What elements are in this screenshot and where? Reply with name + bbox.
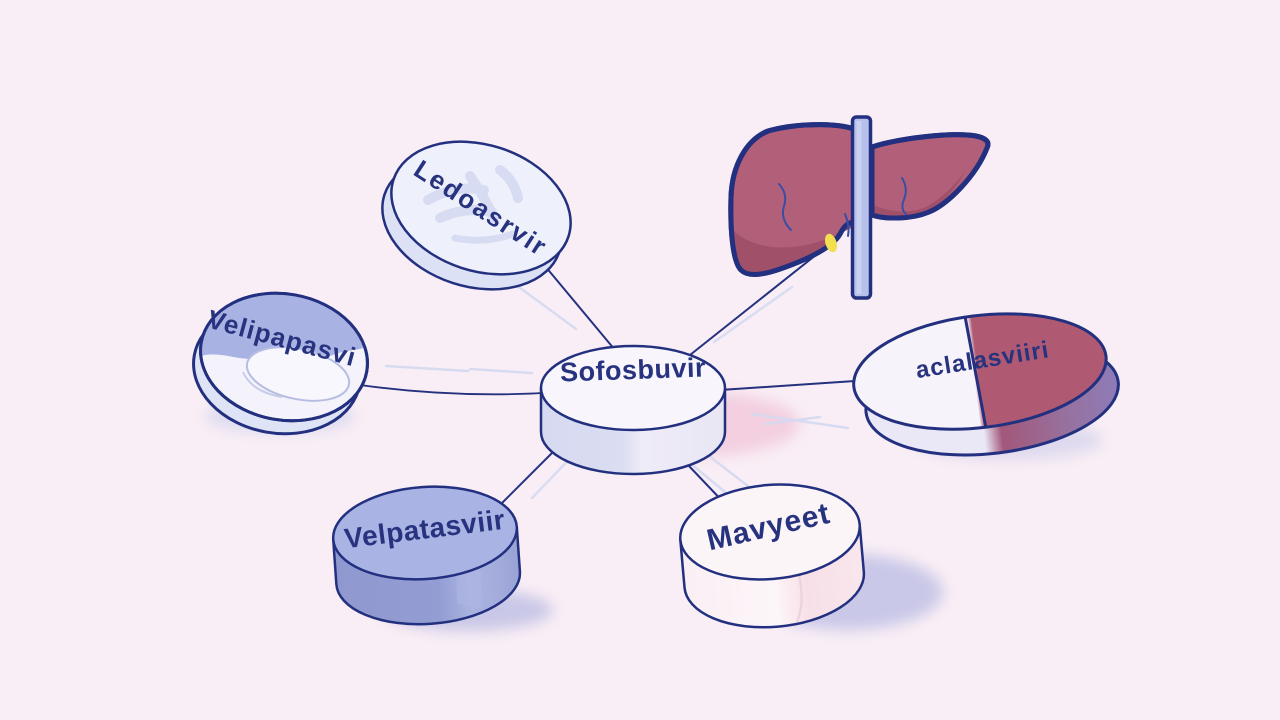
capsule-divider	[963, 317, 988, 427]
pill-bottom-center-mavyeet: Mavyeet	[678, 483, 866, 629]
pill-top-ledoasrvir: Ledoasrvir	[381, 140, 572, 291]
pill-bottom-left-velpatasviir: Velpatasviir	[331, 485, 522, 626]
bottom-left-pill-top	[331, 485, 519, 581]
connector-center-left	[359, 384, 561, 396]
capsule-right-aclalasviiri: aclalasviiri	[852, 312, 1120, 457]
sketch-stroke	[750, 412, 850, 430]
sketch-stroke	[712, 285, 794, 344]
pill-center-sofosbuvir: Sofosbuvir	[539, 344, 727, 476]
liver-vein	[778, 183, 792, 231]
sketch-stroke	[510, 280, 578, 331]
sketch-stroke	[468, 367, 534, 375]
left-pill-outline	[199, 291, 369, 423]
center-pill-label: Sofosbuvir	[560, 352, 707, 387]
center-pill-top	[539, 344, 727, 432]
sketch-stroke	[465, 171, 499, 223]
bottom-center-pill-seam	[795, 574, 803, 623]
liver-left-lobe-shading	[733, 223, 858, 275]
sketch-stroke	[495, 165, 523, 203]
liver-vein	[901, 177, 907, 215]
connector-center-right	[719, 379, 871, 391]
sketch-stroke	[764, 415, 822, 426]
capsule-face	[852, 312, 1108, 431]
liver-illustration	[728, 115, 991, 300]
liver-right-lobe-shading	[873, 170, 966, 219]
liver-right-lobe-outline	[869, 132, 991, 221]
top-pill-sketch	[423, 165, 523, 244]
sketch-stroke	[451, 230, 517, 244]
connector-center-top	[539, 259, 616, 351]
connector-center-liver	[689, 242, 832, 356]
left-pill-swirl-arc	[242, 371, 283, 398]
liver-vein	[844, 213, 850, 237]
left-pill-swirl	[245, 346, 351, 402]
pill-left-velipapasvi: Velipapasvi	[190, 280, 372, 436]
liver-stand-bar-highlight	[856, 121, 862, 294]
yellow-marker-dot	[825, 233, 837, 253]
sketch-stroke	[384, 364, 470, 373]
bottom-center-pill-top	[678, 483, 862, 581]
